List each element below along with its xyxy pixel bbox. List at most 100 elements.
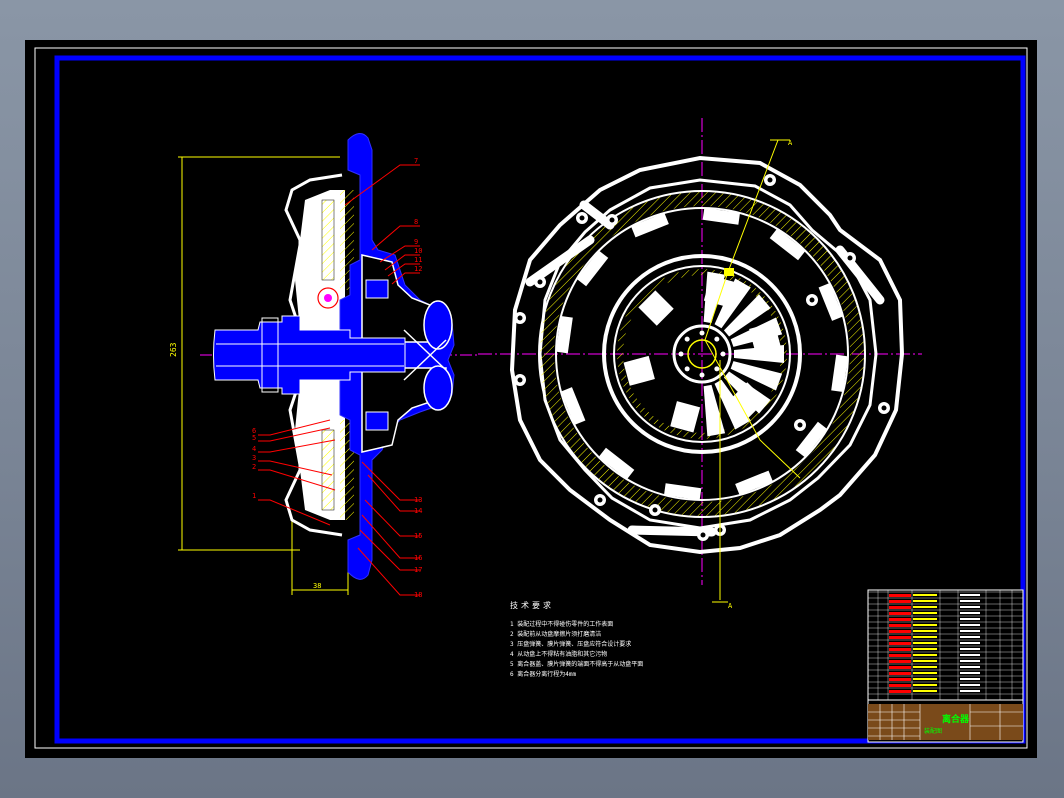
spring-pocket <box>831 354 849 393</box>
parts-name-cell <box>889 636 911 639</box>
parts-code-cell <box>913 636 937 638</box>
spring-pocket <box>795 421 828 458</box>
parts-code-cell <box>913 690 937 692</box>
parts-name-cell <box>889 594 911 597</box>
parts-code-cell <box>913 642 937 644</box>
plate-ring-outer <box>602 254 802 454</box>
parts-code-cell <box>913 684 937 686</box>
shaft-spline <box>261 317 279 393</box>
height-dimension-text: 263 <box>169 342 178 357</box>
spring-pocket <box>735 470 774 496</box>
diaphragm-finger <box>714 278 751 329</box>
parts-material-cell <box>960 606 980 608</box>
tech-req-item-2: 2 装配前从动盘摩擦片须打磨清洁 <box>510 630 601 638</box>
cad-viewport[interactable]: 263 38 <box>25 40 1037 758</box>
tech-req-item-6: 6 离合器分离行程为4mm <box>510 670 576 678</box>
tech-req-item-3: 3 压盘弹簧、膜片弹簧、压盘应符合设计要求 <box>510 640 631 648</box>
clutch-assembly-drawing: 263 38 <box>34 47 1028 749</box>
parts-material-cell <box>960 594 980 596</box>
section-line-a <box>704 139 801 603</box>
diaphragm-finger <box>730 317 783 347</box>
front-view: A A <box>478 118 922 610</box>
parts-material-cell <box>960 690 980 692</box>
callout-13: 13 <box>414 496 422 504</box>
width-dimension-text: 38 <box>313 582 321 590</box>
technical-requirements: 技术要求 1 装配过程中不得碰伤零件的工作表面 2 装配前从动盘摩擦片须打磨清洁… <box>510 600 643 678</box>
damper-window <box>623 355 655 386</box>
parts-name-cell <box>889 654 911 657</box>
parts-material-cell <box>960 612 980 614</box>
callout-12: 12 <box>414 265 422 273</box>
parts-material-cell <box>960 636 980 638</box>
section-view: 263 38 <box>169 133 478 595</box>
parts-material-cell <box>960 684 980 686</box>
cover-fill-top <box>295 190 345 330</box>
callout-14: 14 <box>414 507 422 515</box>
tech-req-item-4: 4 从动盘上不得粘有油脂和其它污物 <box>510 650 607 658</box>
callout-7: 7 <box>414 157 418 165</box>
parts-material-cell <box>960 618 980 620</box>
diaphragm-finger <box>714 379 751 430</box>
spring-pocket <box>663 483 702 501</box>
section-label-top: A <box>788 139 793 147</box>
cover-outer-outline <box>509 155 905 555</box>
callout-3: 3 <box>252 454 256 462</box>
parts-material-cell <box>960 666 980 668</box>
spring-pocket <box>769 228 806 261</box>
diaphragm-finger <box>703 271 726 324</box>
bolt-upper <box>365 279 389 299</box>
section-label-bottom: A <box>728 602 733 610</box>
spring-pocket <box>560 387 586 426</box>
callout-11: 11 <box>414 256 422 264</box>
spring-pocket <box>630 212 669 238</box>
spring-pocket <box>555 315 573 354</box>
parts-name-cell <box>889 666 911 669</box>
parts-code-cell <box>913 630 937 632</box>
title-block: 离合器 装配图 <box>867 699 1024 743</box>
damper-window <box>670 401 701 433</box>
tech-req-item-1: 1 装配过程中不得碰伤零件的工作表面 <box>510 620 613 628</box>
spring-pocket <box>818 282 844 321</box>
parts-material-cell <box>960 654 980 656</box>
callout-leaders <box>258 164 420 596</box>
friction-disc-bottom <box>321 429 335 511</box>
damper-window <box>638 290 674 326</box>
parts-code-cell <box>913 660 937 662</box>
parts-name-cell <box>889 624 911 627</box>
parts-code-cell <box>913 612 937 614</box>
callout-18: 18 <box>414 591 422 599</box>
title-block-subtitle: 装配图 <box>924 727 942 735</box>
parts-code-cell <box>913 624 937 626</box>
parts-name-cell <box>889 648 911 651</box>
spring-pocket <box>598 447 635 480</box>
callout-15: 15 <box>414 532 422 540</box>
bolt-lower <box>365 411 389 431</box>
height-dimension <box>178 156 340 551</box>
diaphragm-finger <box>730 361 783 391</box>
plate-ring-mid <box>613 265 791 443</box>
hub-holes <box>678 330 726 378</box>
parts-list-grid <box>868 590 1023 701</box>
parts-material-cell <box>960 600 980 602</box>
parts-name-cell <box>889 630 911 633</box>
callout-9: 9 <box>414 238 418 246</box>
parts-name-cell <box>889 612 911 615</box>
spring-pocket <box>576 250 609 287</box>
diaphragm-fingers <box>703 271 784 437</box>
callout-16: 16 <box>414 554 422 562</box>
parts-name-cell <box>889 606 911 609</box>
friction-disc-top <box>321 199 335 281</box>
cover-fill-bottom <box>295 380 345 520</box>
title-block-name: 离合器 <box>942 713 970 725</box>
parts-material-cell <box>960 660 980 662</box>
parts-code-cell <box>913 648 937 650</box>
parts-material-cell <box>960 630 980 632</box>
callout-17: 17 <box>414 566 422 574</box>
parts-material-cell <box>960 642 980 644</box>
callout-4: 4 <box>252 445 256 453</box>
callout-1: 1 <box>252 492 256 500</box>
parts-list <box>867 589 1024 701</box>
parts-code-cell <box>913 666 937 668</box>
bearing-oval-lower <box>423 365 453 411</box>
parts-name-cell <box>889 642 911 645</box>
